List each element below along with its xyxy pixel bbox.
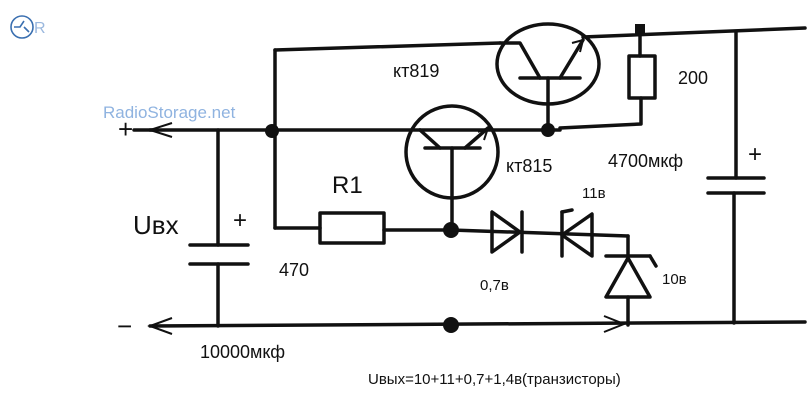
diode-chain-wire (449, 228, 630, 238)
zener-10v (604, 234, 658, 327)
logo-icon (10, 15, 34, 39)
junction-negative (443, 317, 459, 333)
watermark-site: RadioStorage.net (103, 103, 236, 122)
positive-rail-output (581, 26, 807, 39)
input-capacitor-plus: + (233, 207, 247, 234)
watermark-logo: R (10, 15, 46, 39)
label-c-in-value: 10000мкф (200, 342, 285, 362)
negative-rail-arrow (603, 315, 627, 333)
label-d2: 11в (582, 185, 606, 202)
output-capacitor-plus: + (748, 141, 762, 168)
r2-lead-bottom (558, 96, 643, 130)
negative-rail (148, 320, 807, 328)
diode-0-7v (490, 210, 524, 254)
minus-sign: − (117, 311, 132, 341)
output-capacitor (706, 30, 766, 325)
label-r1-name: R1 (332, 172, 363, 199)
input-capacitor (188, 128, 250, 328)
top-wire (273, 41, 502, 52)
resistor-200 (627, 54, 657, 100)
transistor-kt819 (495, 22, 601, 130)
label-d1: 0,7в (480, 277, 509, 294)
junction-q1-base (541, 123, 555, 137)
watermark-corner-letter: R (34, 20, 46, 37)
label-r2-value: 200 (678, 68, 708, 88)
junction-left (265, 124, 279, 138)
transistor-kt815 (404, 104, 500, 232)
zener-11v (560, 208, 594, 258)
plus-sign: + (118, 114, 133, 144)
label-d3: 10в (662, 271, 687, 288)
label-r1-value: 470 (279, 260, 309, 280)
formula: Uвых=10+11+0,7+1,4в(транзисторы) (368, 371, 621, 388)
label-q2: кт815 (506, 156, 552, 176)
resistor-r1 (318, 211, 386, 245)
junction-top-right (635, 24, 645, 34)
label-q1: кт819 (393, 61, 439, 81)
label-uin: Uвх (133, 210, 179, 240)
label-c-out-value: 4700мкф (608, 151, 683, 171)
